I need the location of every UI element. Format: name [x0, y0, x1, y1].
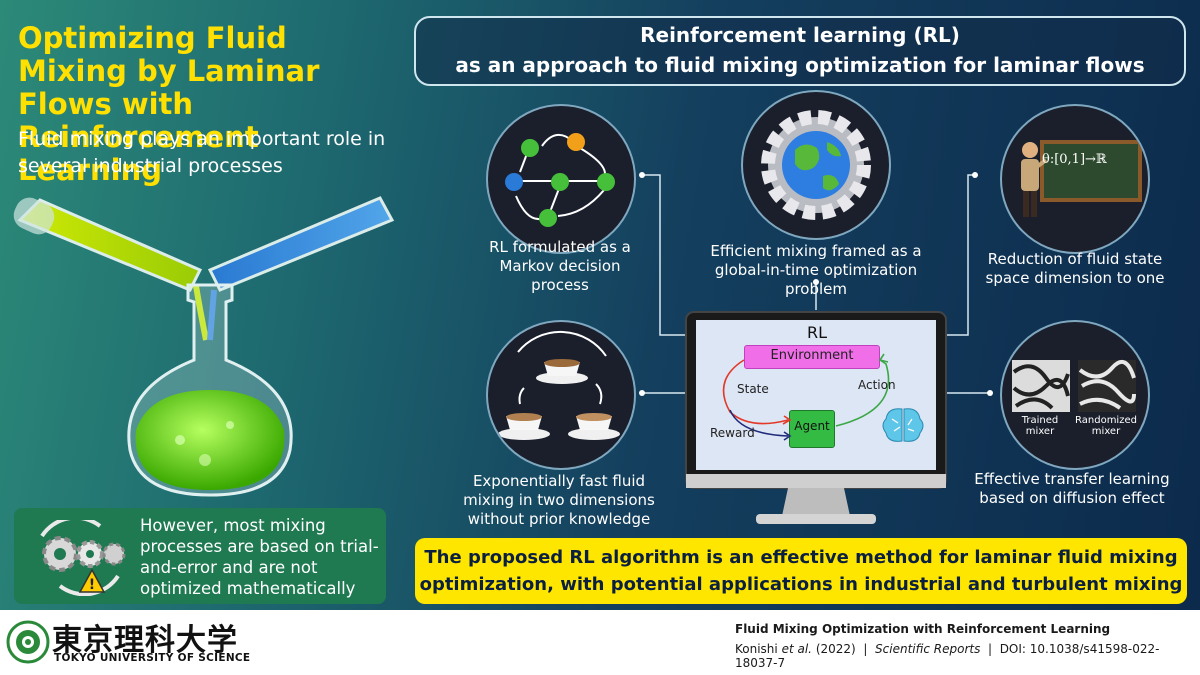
monitor-title: RL: [806, 323, 828, 342]
blue-test-tube: [207, 196, 395, 292]
footer-etal: et al.: [781, 642, 812, 656]
header-line-2: as an approach to fluid mixing optimizat…: [455, 53, 1145, 77]
university-name-english: TOKYO UNIVERSITY OF SCIENCE: [54, 652, 251, 664]
caption-mdp: RL formulated as a Markov decision proce…: [489, 238, 631, 294]
university-seal-logo: [6, 620, 50, 664]
coffee-cups-icon: [498, 330, 620, 440]
footer-authors: Konishi: [735, 642, 778, 656]
reduction-circle: [1000, 104, 1150, 254]
header-box: [414, 16, 1186, 86]
environment-label: Environment: [770, 348, 854, 363]
flask: [127, 283, 293, 497]
footer-citation: Konishi et al. (2022) | Scientific Repor…: [735, 642, 1200, 670]
agent-label: Agent: [794, 419, 830, 433]
university-name-kanji: 東京理科大学: [52, 623, 238, 658]
conclusion-text: The proposed RL algorithm is an effectiv…: [419, 547, 1183, 595]
yellow-test-tube: [13, 197, 203, 292]
flask-illustration: [13, 196, 395, 497]
footer-separator-1: |: [863, 642, 868, 656]
caption-transfer: Effective transfer learning based on dif…: [974, 470, 1170, 507]
yellow-stream: [193, 285, 209, 341]
formula-text: θ:[0,1]→ℝ: [1042, 152, 1107, 167]
caption-reduction: Reduction of fluid state space dimension…: [985, 250, 1165, 287]
teacher-blackboard-icon: [1021, 140, 1142, 217]
caption-exponential: Exponentially fast fluid mixing in two d…: [463, 472, 655, 528]
connector-lines: [642, 174, 990, 394]
state-label: State: [737, 382, 769, 396]
mdp-circle: [486, 104, 636, 254]
footer-journal: Scientific Reports: [875, 642, 981, 656]
exponential-circle: [486, 320, 636, 470]
caption-global: Efficient mixing framed as a global-in-t…: [710, 242, 922, 298]
rl-loop-arrows: [722, 353, 890, 441]
global-circle: [741, 90, 891, 240]
randomized-mixer-label: Randomized mixer: [1075, 415, 1137, 437]
transfer-circle: [1000, 320, 1150, 470]
main-title: Optimizing Fluid Mixing by Laminar Flows…: [18, 21, 320, 187]
footer: [0, 610, 1200, 675]
gears-warning-icon: !: [40, 520, 126, 596]
action-label: Action: [858, 378, 896, 392]
globe-gear-icon: [761, 110, 871, 220]
agent-box: [789, 410, 835, 448]
svg-text:!: !: [89, 577, 95, 593]
subtitle: Fluid mixing plays an important role in …: [18, 128, 386, 177]
brain-icon: [882, 408, 924, 442]
markov-graph-icon: [505, 133, 615, 227]
environment-box: [744, 345, 880, 369]
footer-separator-2: |: [988, 642, 993, 656]
mixer-patterns-icon: [1012, 359, 1136, 412]
footer-paper-title: Fluid Mixing Optimization with Reinforce…: [735, 622, 1111, 636]
reward-label: Reward: [710, 426, 755, 440]
footer-year: (2022): [815, 642, 856, 656]
warning-text: However, most mixing processes are based…: [140, 516, 379, 598]
header-line-1: Reinforcement learning (RL): [640, 23, 960, 47]
footer-doi: DOI: 10.1038/s41598-022-18037-7: [735, 642, 1160, 670]
conclusion-box: [415, 538, 1187, 604]
blue-stream: [207, 289, 217, 341]
trained-mixer-label: Trained mixer: [1021, 415, 1059, 437]
